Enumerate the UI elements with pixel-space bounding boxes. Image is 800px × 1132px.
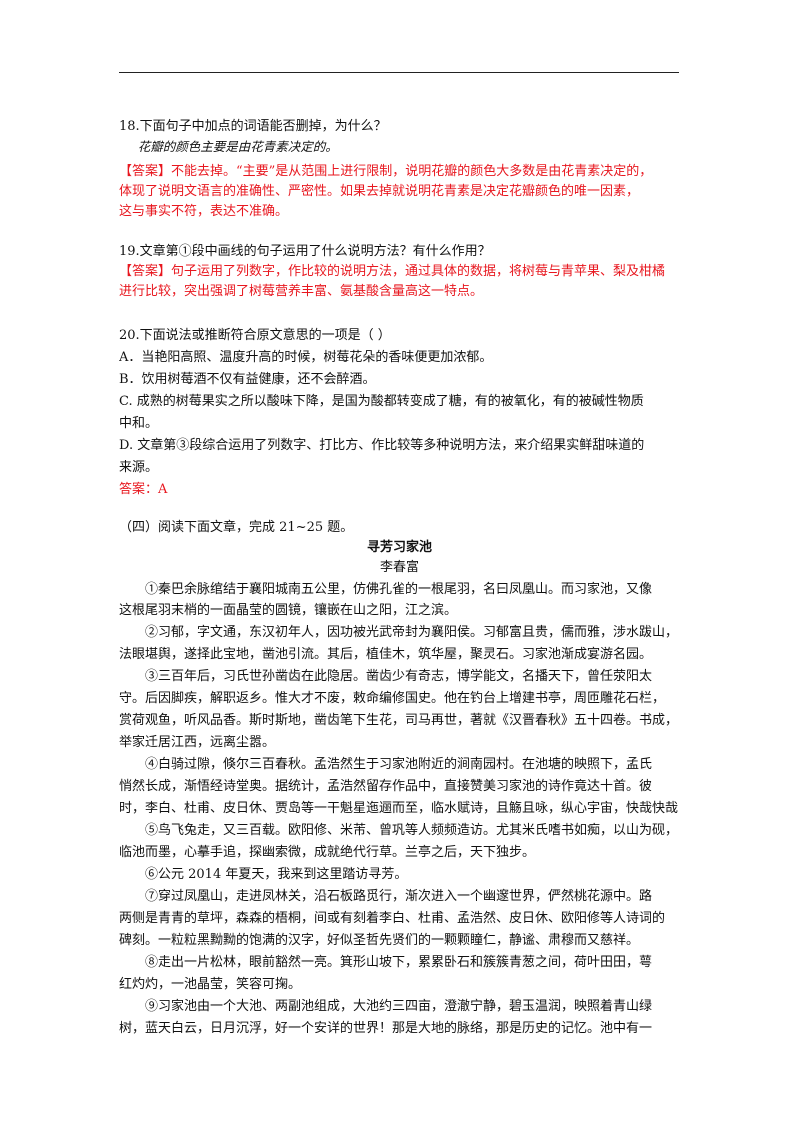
q18-sentence: 花瓣的颜色主要是由花青素决定的。 [137,139,338,154]
article-line: 碑刻。一粒粒黑黝黝的饱满的汉字，好似圣哲先贤们的一颗颗瞳仁，静谧、肃穆而又慈祥。 [119,933,640,948]
emphasis-dot-char: 主 [200,139,213,154]
q19-answer-line: 进行比较，突出强调了树莓营养丰富、氨基酸含量高这一特点。 [119,284,484,299]
article-line: ⑥公元 2014 年夏天，我来到这里踏访寻芳。 [119,867,408,882]
emphasis-dot-char: 要 [212,139,226,154]
article-line: 赏荷观鱼，听风品香。斯时斯地，凿齿笔下生花，司马再世，著就《汉晋春秋》五十四卷。… [119,713,679,728]
article-author: 李春富 [379,560,419,575]
article-line: ⑦穿过凤凰山，走进凤林关，沿石板路觅行，渐次进入一个幽邃世界，俨然桃花源中。路 [119,889,653,904]
article-line: ②习郁，字文通，东汉初年人，因功被光武帝封为襄阳侯。习郁富且贵，儒而雅，涉水跋山… [119,625,679,640]
article-line: 临池而墨，心摹手追，探幽索微，成就绝代行草。兰亭之后，天下独步。 [119,845,536,860]
q19-question: 19.文章第①段中画线的句子运用了什么说明方法？有什么作用？ [119,244,491,259]
header-rule [119,72,679,73]
article-line: ①秦巴余脉绾结于襄阳城南五公里，仿佛孔雀的一根尾羽，名曰凤凰山。而习家池，又像 [119,582,653,597]
article-line: ③三百年后，习氏世孙凿齿在此隐居。凿齿少有奇志，博学能文，名播天下，曾任荥阳太 [119,669,653,684]
article-line: 举家迁居江西，远离尘嚣。 [119,735,276,750]
q18-answer-line: 这与事实不符，表达不准确。 [119,204,289,219]
answer-label: 【答案】 [119,164,172,179]
article-line: 这根尾羽末梢的一面晶莹的圆镜，镶嵌在山之阳，江之滨。 [119,603,458,618]
article-line: 红灼灼，一池晶莹，笑容可掬。 [119,977,302,992]
article-line: 两侧是青青的草坪，森森的梧桐，间或有刻着李白、杜甫、孟浩然、皮日休、欧阳修等人诗… [119,911,666,926]
article-line: ④白骑过隙，倏尔三百春秋。孟浩然生于习家池附近的涧南园村。在池塘的映照下，孟氏 [119,757,653,772]
article-line: ⑨习家池由一个大池、两副池组成，大池约三四亩，澄澈宁静，碧玉温润，映照着青山绿 [119,999,653,1014]
q20-answer: 答案：A [119,482,168,497]
answer-label: 【答案】 [119,264,172,279]
q18-answer-line: 【答案】不能去掉。“主要”是从范围上进行限制，说明花瓣的颜色大多数是由花青素决定… [119,164,653,179]
q20-option: B．饮用树莓酒不仅有益健康，还不会醉酒。 [119,372,376,387]
article-line: 时，李白、杜甫、皮日休、贾岛等一干魁星迤逦而至，临水赋诗，且觞且咏，纵心宇宙，快… [119,801,679,816]
q20-option: 来源。 [119,460,159,475]
q18-answer-line: 体现了说明文语言的准确性、严密性。如果去掉就说明花青素是决定花瓣颜色的唯一因素， [119,184,640,199]
q20-option: A．当艳阳高照、温度升高的时候，树莓花朵的香味便更加浓郁。 [119,350,493,365]
article-line: 悄然长成，渐悟经诗堂奥。据统计，孟浩然留存作品中，直接赞美习家池的诗作竟达十首。… [119,779,653,794]
article-line: 树，蓝天白云，日月沉浮，好一个安详的世界！那是大地的脉络，那是历史的记忆。池中有… [119,1021,653,1036]
article-title: 寻芳习家池 [366,540,432,555]
article-line: 法眼堪舆，遂择此宝地，凿池引流。其后，植佳木，筑华屋，聚灵石。习家池渐成宴游名园… [119,647,653,662]
article-line: ⑧走出一片松林，眼前豁然一亮。箕形山坡下，累累卧石和簇簇青葱之间，荷叶田田，萼 [119,955,653,970]
q20-option: C. 成熟的树莓果实之所以酸味下降，是国为酸都转变成了糖，有的被氧化，有的被碱性… [119,394,644,409]
section-intro: （四）阅读下面文章，完成 21~25 题。 [119,520,354,535]
q20-question: 20.下面说法或推断符合原文意思的一项是（ ） [119,328,391,343]
q20-option: 中和。 [119,416,159,431]
article-line: 守。后因脚疾，解职返乡。惟大才不废，敕命编修国史。他在钓台上增建书亭，周匝雕花石… [119,691,666,706]
q18-question: 18.下面句子中加点的词语能否删掉，为什么？ [119,119,387,134]
q19-answer-line: 【答案】句子运用了列数字，作比较的说明方法，通过具体的数据，将树莓与青苹果、梨及… [119,264,666,279]
article-line: ⑤鸟飞兔走，又三百载。欧阳修、米芾、曾巩等人频频造访。尤其米氏嗜书如痴，以山为砚… [119,823,679,838]
q20-option: D. 文章第③段综合运用了列数字、打比方、作比较等多种说明方法，来介绍果实鲜甜味… [119,438,645,453]
